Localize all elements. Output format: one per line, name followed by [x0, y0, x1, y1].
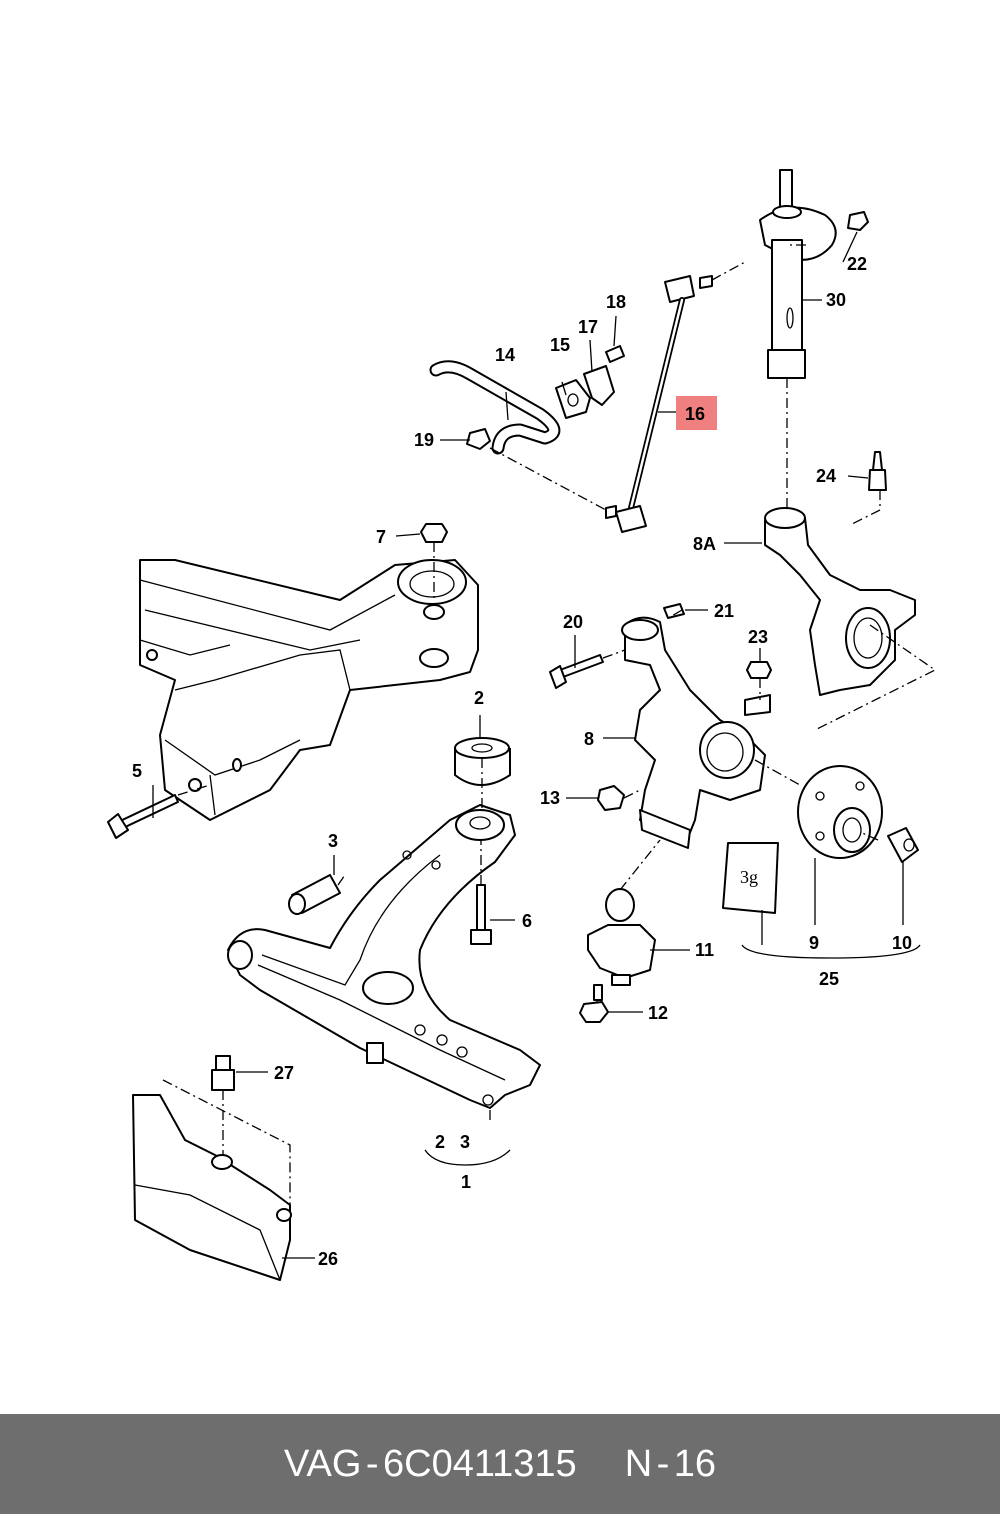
label-22: 22 — [847, 254, 867, 274]
coupling-rod-16 — [605, 275, 713, 533]
wheel-hub-9 — [797, 765, 883, 859]
nut-22 — [847, 211, 869, 231]
footer-brand: VAG — [284, 1442, 362, 1485]
label-10: 10 — [892, 933, 912, 953]
assembly-lines — [162, 244, 937, 1205]
hub-bolt-10 — [887, 827, 919, 863]
nut-19 — [466, 428, 491, 450]
footer-position-number: 16 — [673, 1442, 716, 1485]
steering-knuckle-8 — [621, 616, 771, 849]
label-5: 5 — [132, 761, 142, 781]
label-3-assembly: 3 — [460, 1132, 470, 1152]
parts-diagram-drawing: 3g — [107, 169, 937, 1281]
grease-label: 3g — [740, 867, 758, 887]
label-16: 16 — [685, 404, 705, 424]
label-27: 27 — [274, 1063, 294, 1083]
label-14: 14 — [495, 345, 515, 365]
label-20: 20 — [563, 612, 583, 632]
label-1: 1 — [461, 1172, 471, 1192]
label-2: 2 — [474, 688, 484, 708]
nut-13 — [597, 785, 625, 811]
bolt-24 — [868, 451, 887, 491]
label-3: 3 — [328, 831, 338, 851]
label-9: 9 — [809, 933, 819, 953]
shock-absorber-30 — [759, 169, 837, 379]
ball-joint-11 — [587, 888, 656, 1001]
bolt-20 — [549, 654, 604, 689]
label-12: 12 — [648, 1003, 668, 1023]
label-23: 23 — [748, 627, 768, 647]
stabilizer-bar-14 — [429, 360, 561, 455]
label-25: 25 — [819, 969, 839, 989]
bolt-6 — [470, 884, 492, 945]
nut-12 — [579, 1001, 609, 1023]
grease-pack: 3g — [722, 842, 779, 914]
bush-3 — [288, 874, 341, 915]
clamp-17 — [583, 365, 615, 406]
stabilizer-bush-15 — [555, 379, 591, 419]
highlight-box — [676, 396, 717, 430]
label-21: 21 — [714, 601, 734, 621]
label-8: 8 — [584, 729, 594, 749]
label-6: 6 — [522, 911, 532, 931]
label-2-assembly: 2 — [435, 1132, 445, 1152]
nut-23 — [746, 661, 772, 679]
parts-diagram: 3g — [107, 169, 937, 1281]
nut-21 — [663, 603, 685, 619]
label-19: 19 — [414, 430, 434, 450]
label-8a: 8A — [693, 534, 716, 554]
cover-26 — [132, 1094, 292, 1281]
label-11: 11 — [695, 940, 714, 960]
label-13: 13 — [540, 788, 560, 808]
label-18: 18 — [606, 292, 626, 312]
bolt-5 — [107, 794, 179, 839]
bolt-18 — [605, 345, 625, 363]
footer-position-separator: - — [656, 1442, 670, 1485]
bolt-27 — [211, 1055, 235, 1091]
label-7: 7 — [376, 527, 386, 547]
footer-bar: VAG - 6C0411315 N - 16 — [0, 1414, 1000, 1514]
footer-position-letter: N — [624, 1442, 653, 1485]
label-24: 24 — [816, 466, 836, 486]
callout-labels: 1 2 2 3 3 5 6 7 8 8A 9 10 11 12 13 14 15… — [132, 254, 912, 1269]
label-15: 15 — [550, 335, 570, 355]
steering-knuckle-8a — [764, 507, 916, 696]
label-30: 30 — [826, 290, 846, 310]
footer-separator: - — [365, 1442, 379, 1485]
control-arm-1 — [227, 804, 541, 1109]
footer-part-number: 6C0411315 — [383, 1442, 577, 1485]
subframe — [139, 559, 479, 821]
label-26: 26 — [318, 1249, 338, 1269]
leader-lines — [152, 231, 921, 1259]
nut-7 — [420, 523, 448, 543]
label-17: 17 — [578, 317, 598, 337]
